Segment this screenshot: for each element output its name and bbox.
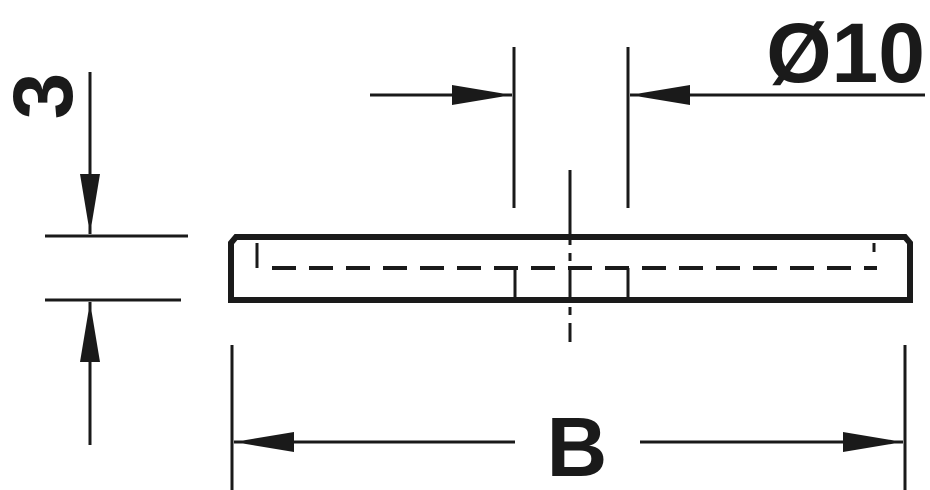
width-label: B	[547, 400, 608, 490]
thickness-label: 3	[0, 73, 90, 120]
diameter-label: Ø10	[766, 6, 925, 100]
plate-outline	[228, 234, 913, 303]
